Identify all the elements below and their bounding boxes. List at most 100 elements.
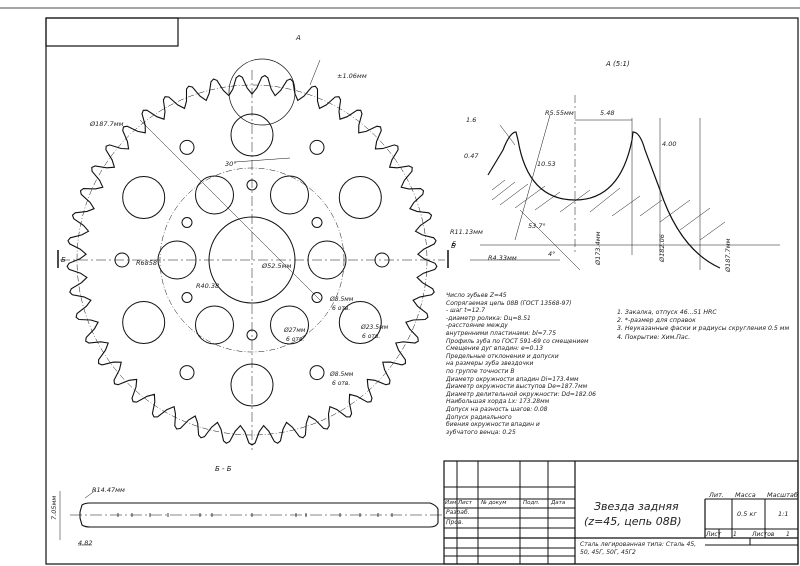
section-dim-height: 7.05мм — [50, 496, 58, 520]
inner-lightening-hole — [195, 175, 234, 215]
detail-dim-r3: R11.13мм — [450, 228, 483, 236]
detail-dim-h1: 4.00 — [662, 140, 676, 148]
note-line: Смещение дуг впадин: e=0.13 — [446, 345, 544, 353]
outer-lightening-hole — [122, 176, 166, 219]
section-dim-width: 4.82 — [78, 539, 92, 547]
note-line: Диаметр окружности впадин Di=173.4мм — [446, 375, 579, 383]
note-line: Наибольшая хорда Lx: 173.28мм — [446, 398, 550, 406]
detail-dim-d1: Ø173.4мм — [594, 231, 602, 266]
requirement-line: 2. *-размер для справок — [617, 317, 696, 325]
tb-scale-value: 1:1 — [778, 510, 789, 518]
detail-a-view — [470, 95, 780, 271]
bolt-hole — [311, 292, 323, 303]
note-line: по группе точности В — [446, 367, 515, 375]
note-line: Диаметр окружности выступов De=187.7мм — [446, 383, 588, 391]
dim-big-hole-1-qty: 6 отв. — [286, 336, 304, 343]
note-line: -диаметр ролика: Dц=8.51 — [446, 314, 531, 322]
small-outer-hole — [179, 365, 195, 381]
dim-bolt-radius: R40.38 — [196, 282, 219, 290]
bolt-hole — [181, 217, 193, 228]
detail-dim-r2: 10.53 — [537, 160, 556, 168]
note-line: Допуск радиального — [446, 413, 512, 421]
section-b-title: Б - Б — [215, 465, 232, 473]
tb-prov: Пров. — [446, 519, 464, 526]
tb-mass-value: 0.5 кг — [737, 510, 757, 518]
dim-small-hole-1: Ø8.5мм — [329, 296, 354, 303]
view-a-callout-circle — [228, 58, 296, 126]
section-mark-detail: Б — [452, 240, 457, 248]
drawing-title-line1: Звезда задняя — [594, 500, 679, 513]
bolt-hole — [311, 217, 323, 228]
outer-lightening-hole — [338, 176, 382, 219]
outer-lightening-hole — [338, 301, 382, 344]
tb-massa: Масса — [735, 491, 756, 499]
requirement-line: 3. Неуказанные фаски и радиусы скруглени… — [617, 325, 790, 333]
detail-dim-angle: 53.7° — [528, 222, 546, 230]
section-dim-radius: R14.47мм — [92, 486, 125, 494]
note-line: Предельные отклонения и допуски — [446, 352, 559, 360]
dim-outer-diameter: Ø187.7мм — [89, 120, 124, 128]
tb-header-izm: Изм — [445, 500, 457, 506]
corner-stamp — [45, 17, 179, 47]
sprocket-main-view — [57, 58, 449, 450]
tb-header-list: Лист — [458, 500, 472, 506]
outer-lightening-hole — [122, 301, 166, 344]
section-b-view — [59, 489, 445, 546]
section-mark-left: Б — [61, 256, 66, 264]
detail-dim-a1: 0.47 — [464, 152, 479, 160]
tooth-profile — [487, 131, 721, 269]
section-outline — [79, 502, 439, 528]
note-line: Допуск на разность шагов: 0.08 — [446, 405, 548, 413]
dim-angle: 30° — [225, 160, 237, 168]
dim-big-hole-2: Ø23.5мм — [360, 324, 389, 331]
note-line: биения окружности впадин и — [446, 421, 540, 429]
detail-dim-r1: R5.55мм — [545, 109, 574, 117]
detail-dim-d3: Ø187.7мм — [724, 238, 732, 273]
detail-dim-r4: R4.33мм — [488, 254, 517, 262]
inner-lightening-hole — [270, 305, 309, 345]
detail-dim-d2: Ø182.06 — [658, 234, 666, 263]
detail-dim-t1: 1.6 — [466, 116, 476, 124]
note-line: на размеры зуба звездочки — [446, 360, 534, 368]
small-outer-hole — [309, 365, 325, 381]
note-line: Сопрягаемая цепь 08В (ГОСТ 13568-97) — [446, 299, 572, 307]
detail-dim-w1: 5.48 — [600, 109, 614, 117]
requirement-line: 1. Закалка, отпуск 46...51 HRC — [617, 309, 717, 316]
inner-lightening-hole — [270, 175, 309, 215]
tb-listov-no: 1 — [786, 531, 790, 538]
note-line: - шаг t=12.7 — [446, 307, 486, 315]
note-line: Число зубьев Z=45 — [446, 292, 507, 299]
dim-hole-radius: R6858 — [136, 259, 157, 267]
dim-center-diameter: Ø52.5мм — [261, 262, 291, 270]
inner-lightening-hole — [195, 305, 234, 345]
tb-header-date: Дата — [551, 500, 566, 506]
bolt-hole — [181, 292, 193, 303]
drawing-material: Сталь легированная типа: Сталь 45, 50, 4… — [580, 541, 697, 556]
tb-list-no: 1 — [733, 531, 737, 538]
tb-listov: Листов — [752, 531, 775, 538]
note-line: -расстояние между — [446, 322, 508, 330]
note-line: Диаметр делительной окружности: Dd=182.0… — [446, 390, 596, 398]
note-line: Профиль зуба по ГОСТ 591-69 со смещением — [446, 337, 589, 345]
dim-small-hole-1-qty: 6 отв. — [332, 305, 350, 312]
requirement-line: 4. Покрытие: Хим.Пас. — [617, 333, 691, 341]
tb-list: Лист — [706, 531, 722, 538]
small-outer-hole — [309, 139, 325, 155]
dim-step: ±1.06мм — [337, 72, 367, 80]
tb-lit: Лит. — [709, 491, 724, 499]
tb-header-sign: Подп. — [523, 500, 540, 506]
drawing-frame — [45, 17, 799, 565]
tb-header-doc: № докум — [481, 500, 507, 506]
dim-big-hole-2-qty: 6 отв. — [362, 333, 380, 340]
detail-dim-angle-2: 4° — [548, 250, 555, 258]
note-line: зубчатого венца: 0.25 — [446, 428, 516, 436]
tb-razrab: Разраб. — [446, 509, 470, 516]
dim-big-hole-1: Ø27мм — [283, 327, 306, 334]
tb-masshtab: Масштаб — [767, 491, 798, 499]
drawing-title-line2: (z=45, цепь 08В) — [584, 515, 682, 528]
detail-a-title: А (5:1) — [605, 60, 630, 68]
view-a-callout-label: А — [295, 34, 301, 42]
